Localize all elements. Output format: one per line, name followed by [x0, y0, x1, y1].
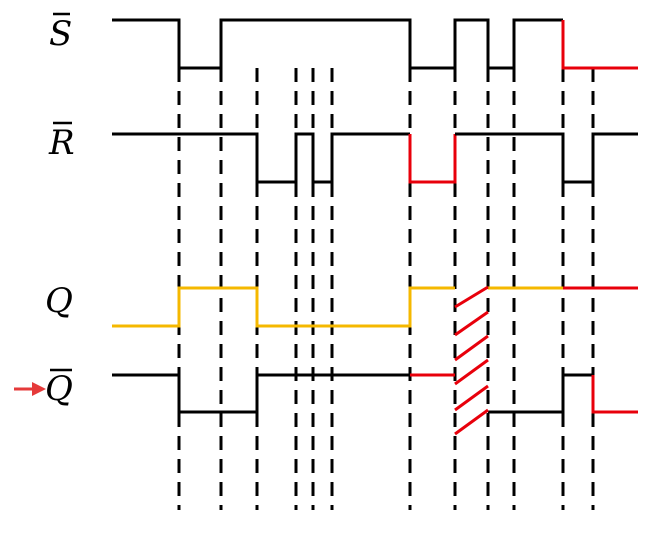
hatch-line — [454, 358, 489, 386]
r-bar-highlight-trace — [408, 134, 457, 184]
q-bar-waveform — [112, 373, 638, 414]
r-bar-trace — [112, 132, 410, 184]
q-bar-label: Q — [45, 369, 73, 409]
hatch-line — [454, 310, 489, 337]
r-bar-waveform — [112, 132, 638, 184]
r-bar-label: R — [48, 123, 75, 163]
hatch-line — [454, 408, 489, 436]
q-bar-trace-mid — [488, 373, 593, 414]
q-bar-highlight-tail — [591, 375, 638, 414]
r-bar-trace-tail — [455, 132, 638, 184]
hatch-line — [454, 384, 489, 412]
s-bar-label: S — [49, 14, 72, 54]
hatch-line — [454, 334, 489, 362]
hatch-line — [454, 285, 489, 309]
s-bar-trace — [112, 18, 563, 70]
s-bar-highlight-trace — [561, 20, 638, 70]
q-waveform — [112, 286, 638, 328]
indeterminate-hatch — [454, 285, 489, 436]
right-arrow-icon — [14, 382, 46, 396]
q-bar-trace — [112, 373, 410, 414]
s-bar-waveform — [112, 18, 638, 70]
signal-labels: S R Q Q — [45, 12, 75, 409]
q-label: Q — [45, 281, 73, 321]
q-trace — [112, 286, 455, 328]
